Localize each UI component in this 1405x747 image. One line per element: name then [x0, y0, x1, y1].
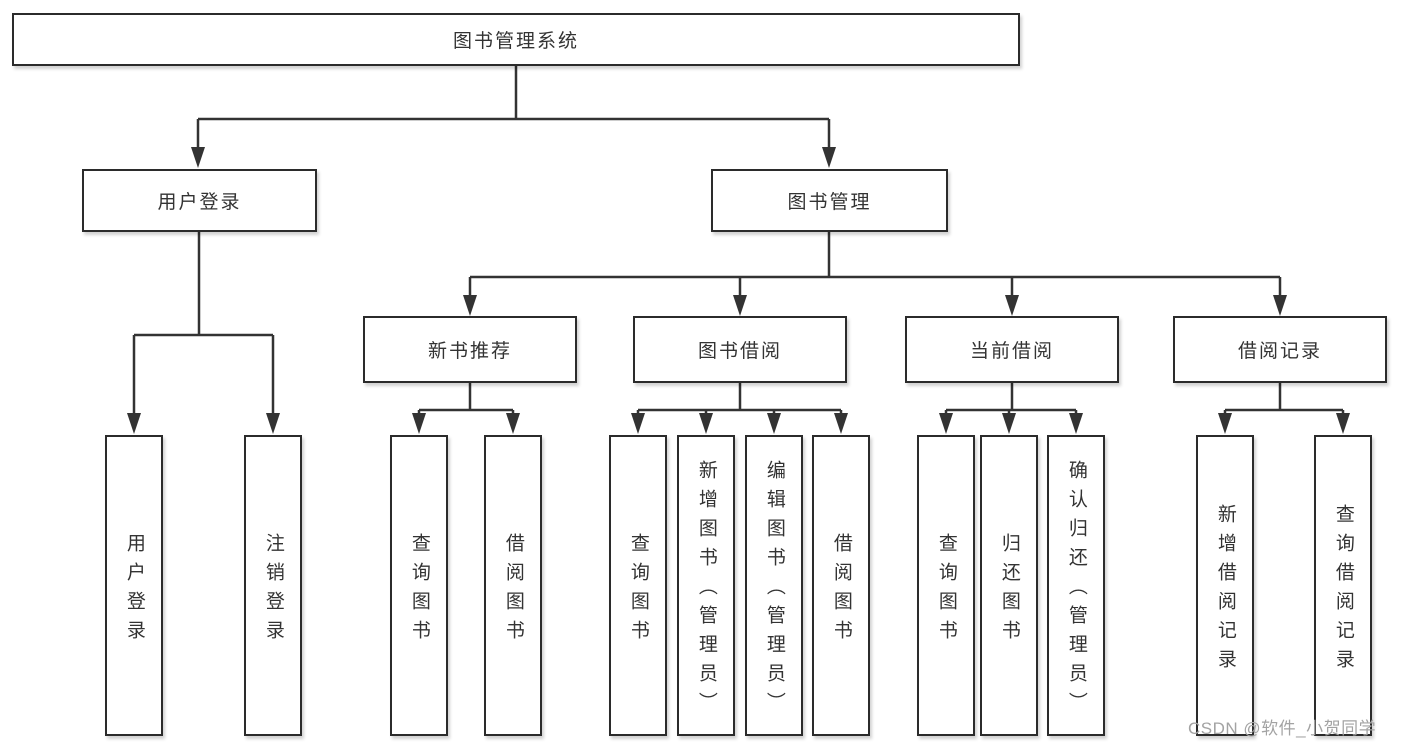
arrow-down-icon	[939, 413, 953, 434]
node-book-borrow: 图书借阅	[633, 316, 847, 383]
arrow-down-icon	[822, 147, 836, 168]
connector-new-book-recommend	[417, 383, 515, 420]
leaf-query-books-borrow: 查询图书	[609, 435, 667, 736]
node-new-book-recommend: 新书推荐	[363, 316, 577, 383]
leaf-confirm-return-admin: 确认归还（管理员）	[1047, 435, 1105, 736]
leaf-query-borrow-record: 查询借阅记录	[1314, 435, 1372, 736]
leaf-query-books-current: 查询图书	[917, 435, 975, 736]
connector-root	[196, 66, 831, 152]
arrow-down-icon	[463, 295, 477, 316]
node-current-borrow: 当前借阅	[905, 316, 1119, 383]
node-library-system: 图书管理系统	[12, 13, 1020, 66]
arrow-down-icon	[191, 147, 205, 168]
arrow-down-icon	[1005, 295, 1019, 316]
node-label: 图书借阅	[697, 341, 782, 362]
leaf-return-books: 归还图书	[980, 435, 1038, 736]
leaf-label: 归还图书	[998, 532, 1020, 649]
node-label: 图书管理	[787, 192, 872, 213]
connector-group	[132, 66, 1345, 420]
arrow-down-icon	[1336, 413, 1350, 434]
arrow-down-icon	[266, 413, 280, 434]
arrow-down-icon	[127, 413, 141, 434]
arrow-down-icon	[733, 295, 747, 316]
csdn-watermark: CSDN @软件_小贺同学	[1188, 719, 1377, 738]
leaf-logout: 注销登录	[244, 435, 302, 736]
leaf-user-login: 用户登录	[105, 435, 163, 736]
leaf-borrow-books: 借阅图书	[812, 435, 870, 736]
node-book-management: 图书管理	[711, 169, 948, 232]
node-label: 用户登录	[157, 192, 242, 213]
leaf-label: 用户登录	[123, 532, 145, 649]
arrowheads-group	[127, 147, 1350, 434]
node-label: 新书推荐	[427, 341, 512, 362]
arrow-down-icon	[834, 413, 848, 434]
arrow-down-icon	[631, 413, 645, 434]
node-label: 当前借阅	[969, 341, 1054, 362]
arrow-down-icon	[1069, 413, 1083, 434]
leaf-label: 查询图书	[935, 532, 957, 649]
arrow-down-icon	[1218, 413, 1232, 434]
arrow-down-icon	[1002, 413, 1016, 434]
leaf-label: 新增借阅记录	[1214, 503, 1236, 678]
leaf-label: 借阅图书	[502, 532, 524, 649]
connector-book-management	[468, 232, 1282, 300]
connector-user-login	[132, 232, 275, 418]
leaf-add-borrow-record: 新增借阅记录	[1196, 435, 1254, 736]
leaf-label: 借阅图书	[830, 532, 852, 649]
arrow-down-icon	[699, 413, 713, 434]
leaf-label: 查询借阅记录	[1332, 503, 1354, 678]
leaf-add-books-admin: 新增图书（管理员）	[677, 435, 735, 736]
arrow-down-icon	[767, 413, 781, 434]
leaf-label: 查询图书	[627, 532, 649, 649]
leaf-label: 编辑图书（管理员）	[763, 460, 785, 721]
arrow-down-icon	[1273, 295, 1287, 316]
arrow-down-icon	[412, 413, 426, 434]
node-user-login: 用户登录	[82, 169, 317, 232]
connector-borrow-records	[1223, 383, 1345, 420]
leaf-query-books-recommend: 查询图书	[390, 435, 448, 736]
connector-book-borrow	[636, 383, 843, 420]
leaf-borrow-books-recommend: 借阅图书	[484, 435, 542, 736]
node-label: 借阅记录	[1237, 341, 1322, 362]
node-borrow-records: 借阅记录	[1173, 316, 1387, 383]
leaf-label: 注销登录	[262, 532, 284, 649]
node-label: 图书管理系统	[452, 31, 579, 52]
leaf-edit-books-admin: 编辑图书（管理员）	[745, 435, 803, 736]
arrow-down-icon	[506, 413, 520, 434]
leaf-label: 新增图书（管理员）	[695, 460, 717, 721]
leaf-label: 确认归还（管理员）	[1065, 460, 1087, 721]
leaf-label: 查询图书	[408, 532, 430, 649]
